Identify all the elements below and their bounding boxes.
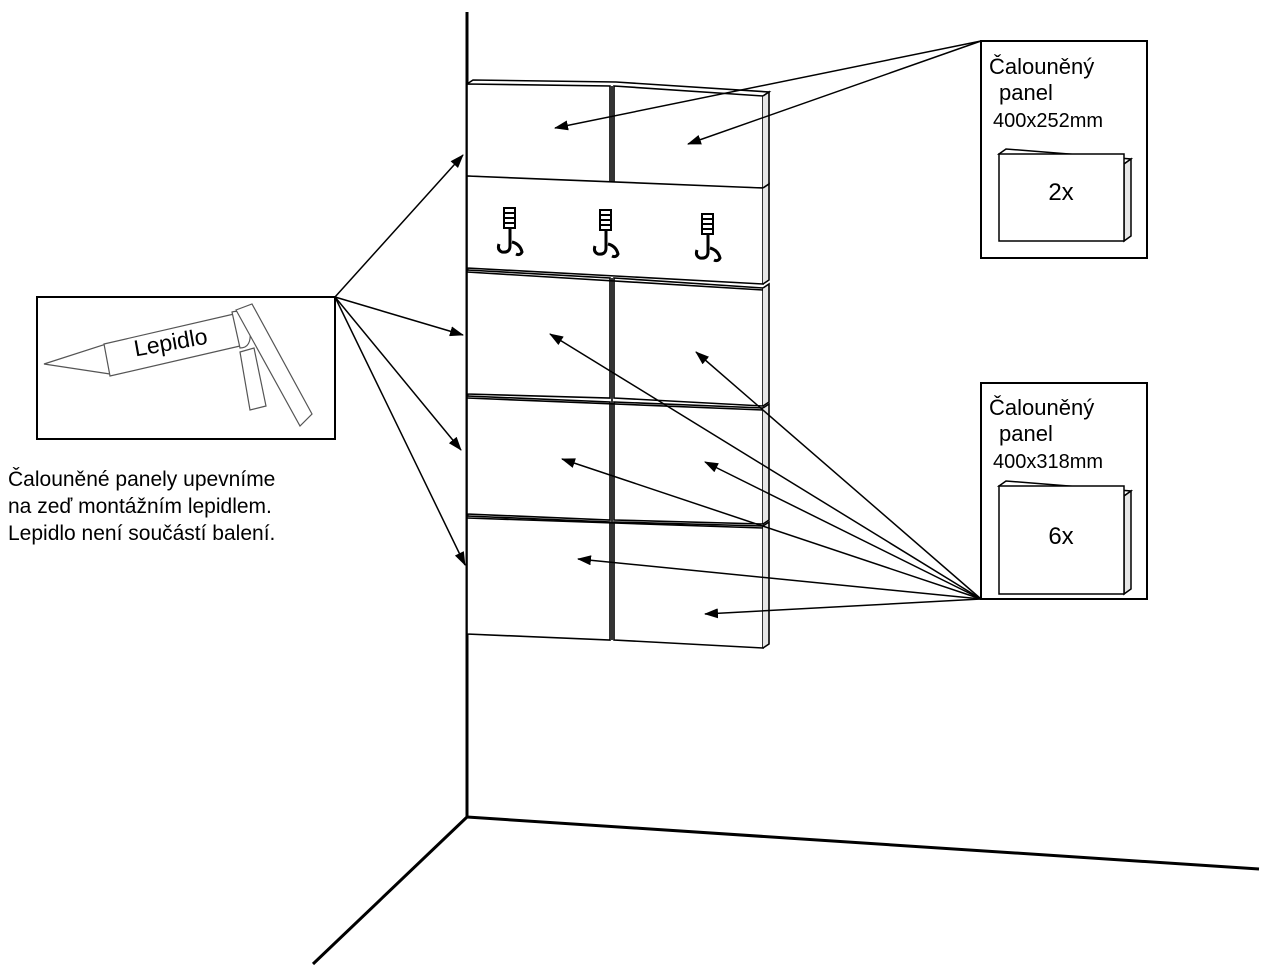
instruction-line: Čalouněné panely upevníme — [8, 468, 276, 491]
arrow — [687, 40, 982, 145]
part-title-line2: panel — [999, 80, 1053, 105]
panel-row-4 — [466, 515, 770, 649]
part-callout-large-panel: Čalouněný panel 400x318mm 6x — [980, 382, 1148, 600]
arrow — [334, 296, 464, 337]
hook-rail-side — [762, 182, 770, 285]
part-quantity: 2x — [1048, 179, 1073, 206]
glue-gun-icon — [43, 303, 313, 427]
part-title-line2: panel — [999, 421, 1053, 446]
part-title-line1: Čalouněný — [989, 395, 1094, 420]
hook-icon — [496, 207, 524, 257]
large-panel-r3-right — [613, 401, 764, 525]
panel-row-top — [466, 79, 772, 189]
hook-icon — [694, 213, 722, 263]
panel-thumbnail-icon — [996, 480, 1134, 596]
large-panel-arrows — [549, 333, 982, 619]
arrow — [695, 351, 982, 600]
floor-left-line — [311, 815, 469, 966]
arrow — [704, 598, 982, 619]
arrow — [561, 458, 982, 600]
large-panel-r4-right — [613, 521, 764, 649]
small-panel-left — [466, 83, 611, 185]
part-quantity: 6x — [1048, 523, 1073, 550]
panel-side-edge-1 — [762, 90, 770, 189]
large-panel-r3-left — [466, 395, 611, 521]
arrow — [334, 154, 464, 298]
glue-callout: Lepidlo — [36, 296, 336, 440]
part-title-line1: Čalouněný — [989, 54, 1094, 79]
part-size: 400x252mm — [993, 110, 1103, 132]
arrow — [704, 461, 982, 600]
hook-rail — [466, 175, 770, 285]
panel-side-edge-2 — [762, 282, 770, 407]
panel-side-edge-3 — [762, 402, 770, 525]
instruction-line: na zeď montážním lepidlem. — [8, 495, 272, 518]
panel-thumbnail-icon — [996, 148, 1134, 243]
part-callout-small-panel: Čalouněný panel 400x252mm 2x — [980, 40, 1148, 259]
arrow — [554, 40, 982, 131]
large-panel-r2-left — [466, 269, 611, 399]
panel-seams — [466, 271, 764, 640]
mounting-instructions: Čalouněné panely upevníme na zeď montážn… — [8, 466, 388, 547]
panel-row-3 — [466, 395, 770, 525]
glue-arrows — [334, 154, 466, 566]
arrow — [334, 296, 462, 451]
instruction-line: Lepidlo není součástí balení. — [8, 522, 276, 545]
floor-right-line — [466, 815, 1260, 871]
part-size: 400x318mm — [993, 451, 1103, 473]
panel-row-2 — [466, 269, 770, 407]
panel-wall-assembly — [466, 79, 772, 649]
large-panel-r4-left — [466, 515, 611, 641]
arrow — [577, 555, 982, 600]
coat-hooks — [496, 207, 722, 263]
small-panel-arrows — [554, 40, 982, 145]
arrow — [334, 296, 466, 566]
arrow — [549, 333, 982, 600]
panel-side-edge-4 — [762, 520, 770, 649]
hook-icon — [592, 209, 620, 259]
